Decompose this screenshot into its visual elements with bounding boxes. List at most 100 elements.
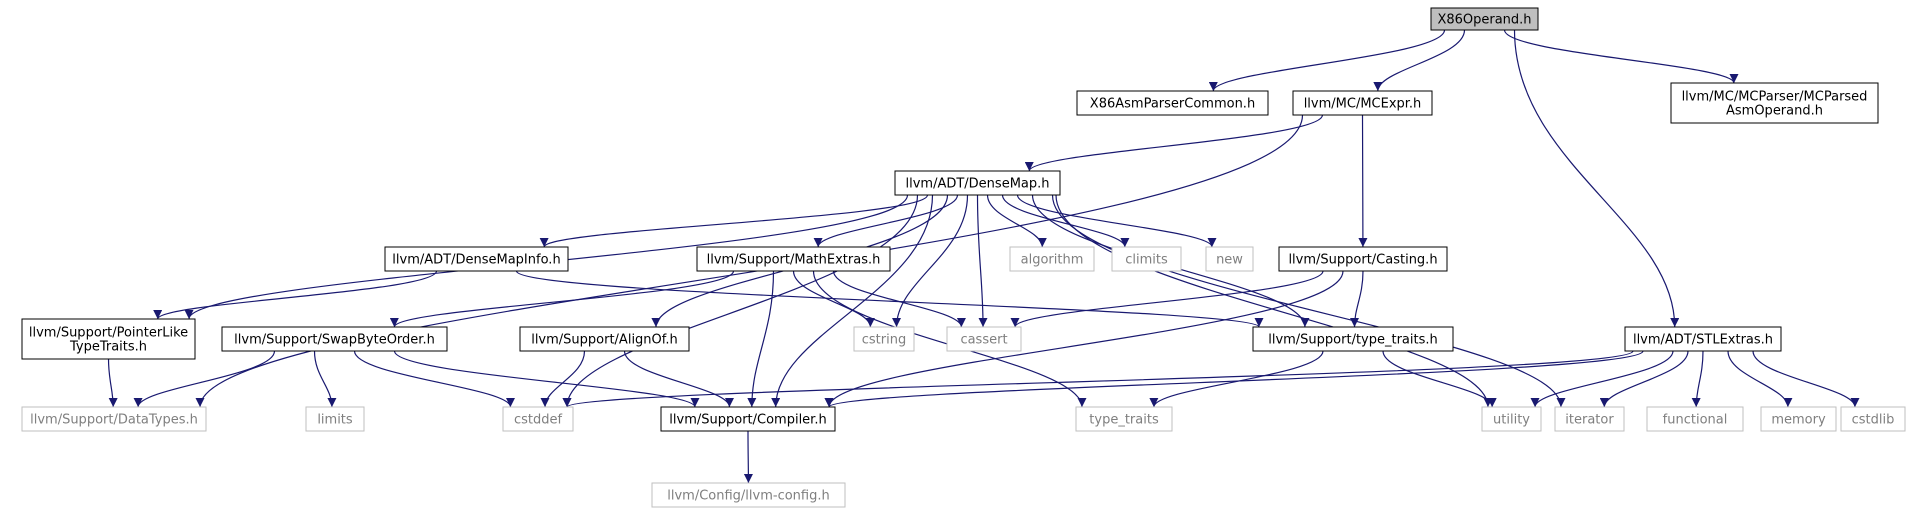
- node-llvm-support-datatypes-h[interactable]: llvm/Support/DataTypes.h: [21, 406, 207, 432]
- node-llvm-mc-mcparser-mcparsedasmoperand-h-label-line2: AsmOperand.h: [1726, 104, 1823, 119]
- node-llvm-support-alignof-h-box: [519, 326, 690, 352]
- node-llvm-support-casting-h-box: [1278, 246, 1448, 272]
- node-llvm-mc-mcexpr-h[interactable]: llvm/MC/MCExpr.h: [1292, 90, 1433, 116]
- edge-stlextras-to-utility: [1530, 350, 1674, 408]
- node-llvm-adt-stlextras-h-label: llvm/ADT/STLExtras.h: [1633, 333, 1773, 348]
- node-llvm-adt-densemap-h-box: [894, 170, 1061, 196]
- node-functional[interactable]: functional: [1646, 406, 1744, 432]
- node-llvm-support-pointerliketypetraits-h-label-line2: TypeTraits.h: [69, 340, 147, 355]
- edge-mathextras-to-cassert: [832, 270, 966, 328]
- node-memory[interactable]: memory: [1760, 406, 1837, 432]
- node-llvm-support-casting-h[interactable]: llvm/Support/Casting.h: [1278, 246, 1448, 272]
- edge-densemap-to-cassert: [976, 194, 988, 328]
- node-llvm-adt-densemapinfo-h-label: llvm/ADT/DenseMapInfo.h: [392, 253, 560, 268]
- node-llvm-support-compiler-h[interactable]: llvm/Support/Compiler.h: [660, 406, 836, 432]
- node-iterator[interactable]: iterator: [1554, 406, 1625, 432]
- node-llvm-mc-mcexpr-h-label: llvm/MC/MCExpr.h: [1304, 97, 1422, 112]
- edge-stlextras-to-compiler: [824, 350, 1644, 408]
- node-x86asmparsercommon-h[interactable]: X86AsmParserCommon.h: [1076, 90, 1269, 116]
- node-llvm-support-alignof-h[interactable]: llvm/Support/AlignOf.h: [519, 326, 690, 352]
- edge-swapbyte-to-limits: [313, 350, 337, 408]
- node-llvm-support-swapbyteorder-h[interactable]: llvm/Support/SwapByteOrder.h: [221, 326, 448, 352]
- edge-stlextras-to-cstdlib: [1752, 350, 1860, 408]
- edge-densemap-to-densemapinfo: [539, 194, 929, 248]
- edge-typetraitsh-to-utility: [1382, 350, 1497, 408]
- node-llvm-support-datatypes-h-box: [21, 406, 207, 432]
- node-llvm-config-llvm-config-h-label: llvm/Config/llvm-config.h: [667, 489, 829, 504]
- node-memory-label: memory: [1771, 413, 1826, 428]
- node-new-box: [1205, 246, 1254, 272]
- node-llvm-config-llvm-config-h-box: [651, 482, 846, 508]
- edge-stlextras-to-iterator: [1599, 350, 1689, 408]
- node-utility-box: [1481, 406, 1542, 432]
- node-llvm-adt-densemapinfo-h[interactable]: llvm/ADT/DenseMapInfo.h: [384, 246, 569, 272]
- edge-densemap-to-new: [1016, 194, 1217, 248]
- node-limits-box: [305, 406, 365, 432]
- edge-pointerlike-to-datatypes: [107, 358, 118, 408]
- node-llvm-adt-densemapinfo-h-box: [384, 246, 569, 272]
- edge-densemapinfo-to-pointerlike: [153, 270, 438, 320]
- node-llvm-support-datatypes-h-label: llvm/Support/DataTypes.h: [30, 413, 198, 428]
- node-climits[interactable]: climits: [1111, 246, 1182, 272]
- node-llvm-mc-mcexpr-h-box: [1292, 90, 1433, 116]
- node-cstddef-label: cstddef: [514, 413, 563, 428]
- node-llvm-adt-densemap-h-label: llvm/ADT/DenseMap.h: [905, 177, 1049, 192]
- node-x86operand-h[interactable]: X86Operand.h: [1430, 7, 1539, 31]
- node-llvm-mc-mcparser-mcparsedasmoperand-h-label-line1: llvm/MC/MCParser/MCParsed: [1682, 90, 1868, 105]
- edge-mathextras-to-cstring: [792, 270, 875, 328]
- edge-mcexpr-to-densemap: [1024, 114, 1324, 172]
- node-utility[interactable]: utility: [1481, 406, 1542, 432]
- edge-densemapinfo-to-typetraitsh: [515, 270, 1264, 328]
- edge-casting-to-compiler: [824, 270, 1344, 408]
- node-algorithm[interactable]: algorithm: [1009, 246, 1095, 272]
- node-cstdlib[interactable]: cstdlib: [1840, 406, 1906, 432]
- node-iterator-label: iterator: [1565, 413, 1614, 428]
- edge-alignof-to-compiler: [623, 350, 734, 408]
- node-x86operand-h-label: X86Operand.h: [1437, 13, 1531, 28]
- node-cassert[interactable]: cassert: [946, 326, 1022, 352]
- node-climits-box: [1111, 246, 1182, 272]
- node-llvm-support-mathextras-h-label: llvm/Support/MathExtras.h: [707, 253, 881, 268]
- node-x86asmparsercommon-h-box: [1076, 90, 1269, 116]
- edge-stlextras-to-cstddef: [562, 350, 1634, 408]
- node-cstdlib-label: cstdlib: [1852, 413, 1895, 428]
- edge-swapbyte-to-cstddef: [353, 350, 515, 408]
- edge-mathextras-to-compiler: [747, 270, 775, 408]
- node-cstddef-box: [502, 406, 574, 432]
- node-type-traits-box: [1075, 406, 1173, 432]
- node-llvm-adt-stlextras-h[interactable]: llvm/ADT/STLExtras.h: [1624, 326, 1782, 352]
- node-cstring[interactable]: cstring: [853, 326, 915, 352]
- edge-densemap-to-compiler: [771, 194, 934, 408]
- node-llvm-support-type-traits-h-label: llvm/Support/type_traits.h: [1268, 333, 1438, 348]
- node-llvm-config-llvm-config-h[interactable]: llvm/Config/llvm-config.h: [651, 482, 846, 508]
- node-algorithm-box: [1009, 246, 1095, 272]
- edge-densemap-to-cstring: [892, 194, 969, 328]
- node-type-traits[interactable]: type_traits: [1075, 406, 1173, 432]
- edge-densemap-to-climits: [1001, 194, 1130, 248]
- edge-densemap-to-mathextras: [813, 194, 959, 248]
- edge-mcexpr-to-datatypes: [195, 114, 1304, 408]
- edge-densemap-to-cstddef: [562, 194, 919, 408]
- node-llvm-adt-stlextras-h-box: [1624, 326, 1782, 352]
- edge-mathextras-to-swapbyte: [390, 270, 735, 328]
- node-utility-label: utility: [1493, 413, 1530, 428]
- node-limits[interactable]: limits: [305, 406, 365, 432]
- node-llvm-support-mathextras-h-box: [696, 246, 891, 272]
- node-cstddef[interactable]: cstddef: [502, 406, 574, 432]
- node-cassert-label: cassert: [960, 333, 1007, 348]
- edge-casting-to-typetraitsh: [1350, 270, 1364, 328]
- node-functional-label: functional: [1663, 413, 1728, 428]
- edge-casting-to-cassert: [1010, 270, 1324, 328]
- node-llvm-adt-densemap-h[interactable]: llvm/ADT/DenseMap.h: [894, 170, 1061, 196]
- node-llvm-support-pointerliketypetraits-h-box: [21, 318, 196, 360]
- node-new[interactable]: new: [1205, 246, 1254, 272]
- node-llvm-support-type-traits-h[interactable]: llvm/Support/type_traits.h: [1252, 326, 1454, 352]
- node-iterator-box: [1554, 406, 1625, 432]
- node-llvm-support-casting-h-label: llvm/Support/Casting.h: [1288, 253, 1437, 268]
- edge-stlextras-to-functional: [1691, 350, 1704, 408]
- node-llvm-support-mathextras-h[interactable]: llvm/Support/MathExtras.h: [696, 246, 891, 272]
